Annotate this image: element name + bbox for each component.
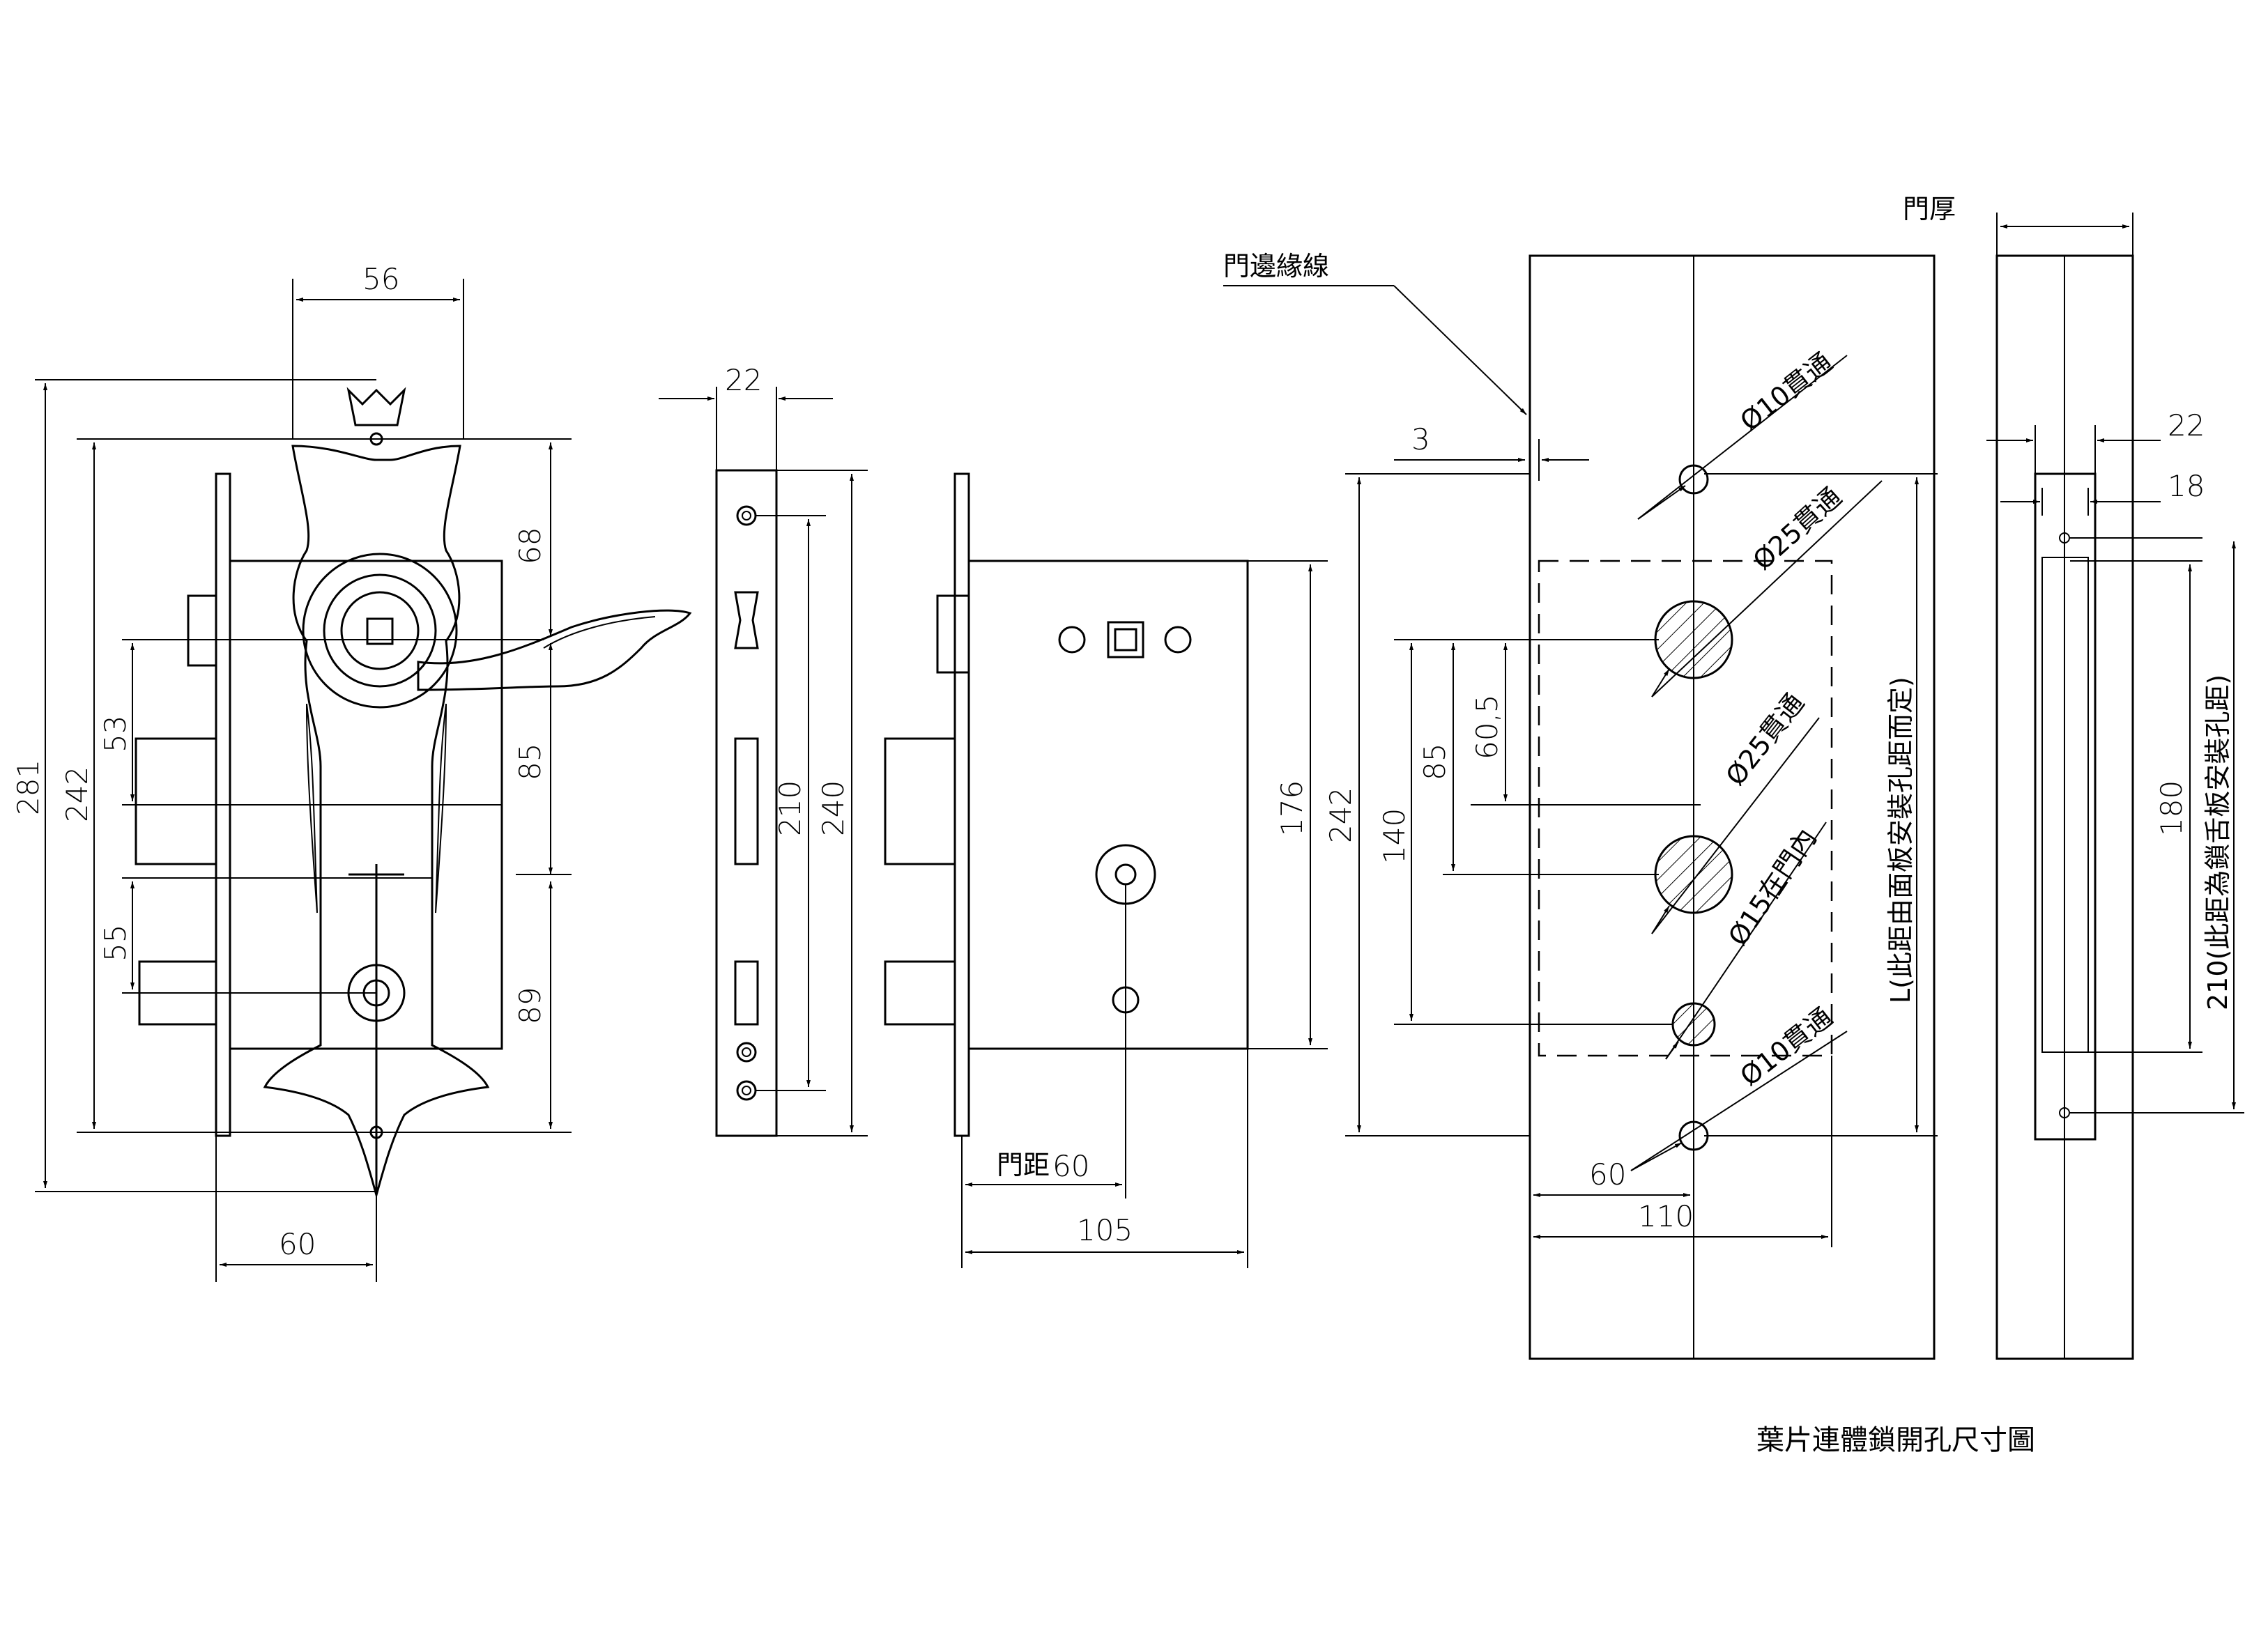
dim-60-5: 60,5 <box>1470 694 1504 760</box>
dim-60-cutout: 60 <box>1589 1157 1626 1192</box>
dim-22-edge: 22 <box>2168 408 2205 442</box>
view-faceplate: 22 210 240 <box>659 363 868 1137</box>
door-edge-label: 門邊緣線 <box>1223 251 1329 282</box>
faceplate <box>715 469 778 1137</box>
dim-68: 68 <box>513 527 547 564</box>
dim-180: 180 <box>2154 780 2189 836</box>
lock-pocket-outline <box>1538 560 1833 1057</box>
L-note: L(此距由面板安裝孔距而定) <box>1885 677 1916 1003</box>
dim-242-cutout: 242 <box>1324 787 1358 843</box>
dim-89: 89 <box>513 987 547 1024</box>
door-thickness-label: 門厚 <box>1903 194 1956 224</box>
dim-240: 240 <box>816 780 850 836</box>
door-panel <box>1528 254 1936 1360</box>
lever-rosette <box>302 553 458 709</box>
drawing-caption: 葉片連體鎖開孔尺寸圖 <box>1756 1424 2035 1456</box>
dim-22: 22 <box>725 363 762 397</box>
crown-ornament <box>346 387 406 426</box>
dim-56: 56 <box>362 262 399 296</box>
lever-backplate <box>263 445 490 1199</box>
dim-105: 105 <box>1077 1213 1133 1247</box>
hole-label-1: Ø10貫通 <box>1734 346 1838 437</box>
view-door-edge: 門厚 22 18 180 210(此距為鎖舌板安裝孔距) <box>1903 194 2244 1360</box>
dim-55: 55 <box>98 925 132 962</box>
note-210: 210(此距為鎖舌板安裝孔距) <box>2202 675 2233 1010</box>
dim-242: 242 <box>60 766 94 822</box>
dim-176: 176 <box>1275 780 1309 836</box>
backset-value: 60 <box>1052 1149 1089 1183</box>
view-lock-body: 176 門距 60 105 <box>884 472 1328 1268</box>
backset-label: 門距 <box>997 1150 1050 1180</box>
hole-25-upper <box>1654 600 1733 679</box>
view-front-lever: 56 281 242 53 55 68 85 89 60 <box>11 262 692 1282</box>
dim-18: 18 <box>2168 469 2205 503</box>
dim-85: 85 <box>513 743 547 780</box>
hole-label-3: Ø25貫通 <box>1719 688 1810 792</box>
dim-60: 60 <box>279 1227 316 1261</box>
lever-handle <box>417 609 692 691</box>
dim-140: 140 <box>1377 808 1411 864</box>
view-door-cutout: 門邊緣線 3 242 140 85 60,5 Ø10貫通 Ø25貫通 Ø25貫通 <box>1223 251 1938 1360</box>
dim-53: 53 <box>98 716 132 753</box>
lock-case <box>967 560 1249 1050</box>
dim-110: 110 <box>1638 1199 1694 1233</box>
edge-plate <box>2034 472 2097 1141</box>
dim-85-cutout: 85 <box>1418 743 1452 780</box>
hole-top-10 <box>1678 464 1709 495</box>
lock-front-strip <box>953 472 970 1137</box>
dim-210: 210 <box>773 780 807 836</box>
hole-label-4: Ø15在門內 <box>1722 823 1823 951</box>
dim-3: 3 <box>1411 422 1430 456</box>
dim-281: 281 <box>11 760 45 815</box>
hole-25-lower <box>1654 835 1733 914</box>
